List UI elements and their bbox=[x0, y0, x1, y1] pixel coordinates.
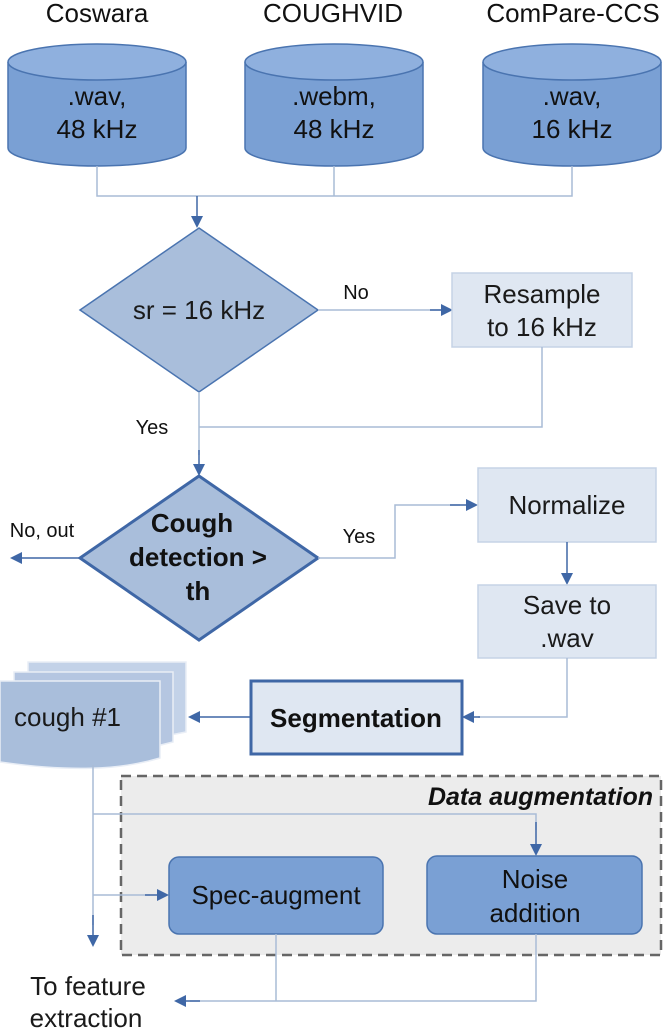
resample-line2: to 16 kHz bbox=[487, 312, 597, 342]
decision-sample-rate: sr = 16 kHz bbox=[78, 227, 320, 393]
resample-return-line bbox=[199, 347, 543, 428]
decision-cough-detection: Cough detection > th bbox=[77, 474, 321, 642]
coughvid-format-line2: 48 kHz bbox=[294, 114, 375, 144]
noise-line2: addition bbox=[489, 898, 580, 928]
decision-sample-rate-label: sr = 16 kHz bbox=[133, 295, 265, 325]
segmentation-label: Segmentation bbox=[270, 703, 442, 733]
output-line1: To feature bbox=[30, 971, 146, 1001]
decision-sample-rate-yes-label: Yes bbox=[136, 417, 169, 439]
coswara-format-line1: .wav, bbox=[68, 81, 127, 111]
decision-sample-rate-no-label: No bbox=[343, 282, 369, 304]
merge-connector bbox=[96, 166, 573, 197]
output-line2: extraction bbox=[30, 1003, 143, 1031]
save-line2: .wav bbox=[540, 623, 593, 653]
compare-ccs-format-line2: 16 kHz bbox=[532, 114, 613, 144]
normalize-label: Normalize bbox=[508, 490, 625, 520]
save-line1: Save to bbox=[523, 590, 611, 620]
process-resample: Resample to 16 kHz bbox=[451, 272, 633, 348]
cough-detection-yes-label: Yes bbox=[343, 526, 376, 548]
spec-augment-label: Spec-augment bbox=[191, 880, 361, 910]
process-normalize: Normalize bbox=[477, 467, 657, 543]
save-to-segmentation-line bbox=[478, 658, 568, 718]
cough-detection-line1: Cough bbox=[151, 508, 233, 538]
coughvid-format-line1: .webm, bbox=[292, 81, 376, 111]
cough-segments-document: cough #1 bbox=[0, 661, 187, 770]
process-noise-addition: Noise addition bbox=[426, 855, 643, 935]
cough-detection-no-label: No, out bbox=[10, 520, 75, 542]
database-cylinder-compare-ccs: .wav, 16 kHz bbox=[482, 43, 662, 167]
data-augmentation-title: Data augmentation bbox=[428, 783, 653, 811]
cough-detection-yes-line bbox=[318, 504, 460, 559]
compare-ccs-format-line1: .wav, bbox=[543, 81, 602, 111]
process-spec-augment: Spec-augment bbox=[168, 856, 384, 935]
noise-line1: Noise bbox=[502, 864, 568, 894]
cough-doc-label: cough #1 bbox=[14, 702, 121, 732]
source-name-compare-ccs: ComPare-CCS bbox=[486, 0, 659, 28]
source-name-coswara: Coswara bbox=[46, 0, 149, 28]
database-cylinder-coughvid: .webm, 48 kHz bbox=[244, 43, 424, 167]
source-name-coughvid: COUGHVID bbox=[263, 0, 403, 28]
noise-output-line bbox=[190, 934, 537, 1002]
process-save-wav: Save to .wav bbox=[477, 584, 657, 659]
coswara-format-line2: 48 kHz bbox=[57, 114, 138, 144]
database-cylinder-coswara: .wav, 48 kHz bbox=[7, 43, 187, 167]
cough-detection-line3: th bbox=[186, 576, 211, 606]
resample-line1: Resample bbox=[483, 279, 600, 309]
process-segmentation: Segmentation bbox=[249, 679, 464, 756]
cough-detection-line2: detection > bbox=[129, 542, 267, 572]
